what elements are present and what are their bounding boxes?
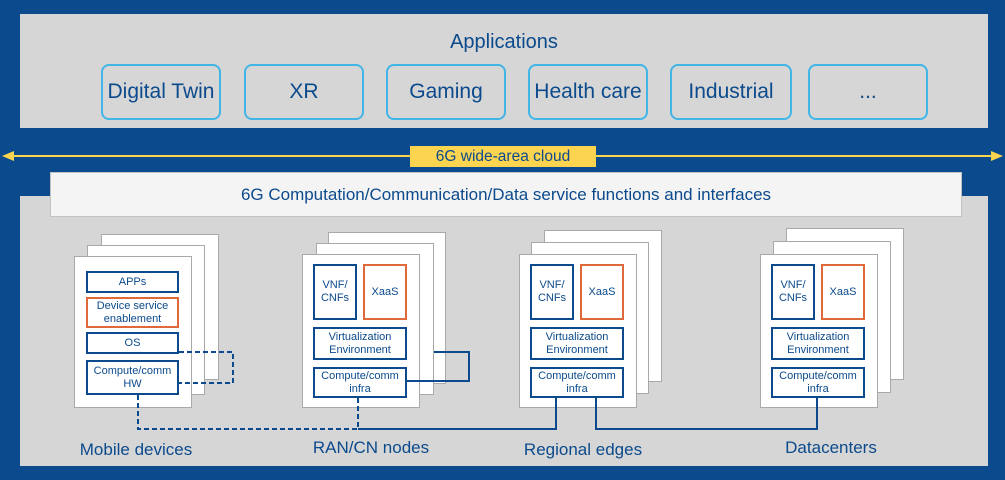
- ran-vnf-block: VNF/ CNFs: [313, 264, 357, 320]
- edge-dc-link: [595, 398, 818, 430]
- ran-loop-link: [407, 351, 470, 382]
- mobile-apps-block: APPs: [86, 271, 179, 293]
- app-xr: XR: [244, 64, 364, 120]
- ran-edge-link: [358, 398, 557, 430]
- app-digital-twin: Digital Twin: [101, 64, 221, 120]
- ran-virtualization-block: Virtualization Environment: [313, 327, 407, 360]
- mobile-devices-label: Mobile devices: [79, 440, 193, 459]
- edge-xaas-block: XaaS: [580, 264, 624, 320]
- edge-virtualization-block: Virtualization Environment: [530, 327, 624, 360]
- mobile-hw-block: Compute/comm HW: [86, 360, 179, 395]
- applications-title: Applications: [450, 30, 558, 53]
- ran-infra-block: Compute/comm infra: [313, 367, 407, 398]
- dc-xaas-block: XaaS: [821, 264, 865, 320]
- edge-vnf-block: VNF/ CNFs: [530, 264, 574, 320]
- datacenters-label: Datacenters: [785, 438, 877, 457]
- mobile-dashed-loop: [179, 351, 234, 384]
- edge-infra-block: Compute/comm infra: [530, 367, 624, 398]
- mobile-os-block: OS: [86, 332, 179, 354]
- dc-infra-block: Compute/comm infra: [771, 367, 865, 398]
- mobile-ran-dashed-link: [137, 395, 359, 430]
- service-functions-bar: 6G Computation/Communication/Data servic…: [50, 172, 962, 217]
- app-industrial: Industrial: [670, 64, 792, 120]
- app-gaming: Gaming: [386, 64, 506, 120]
- cloud-label: 6G wide-area cloud: [410, 146, 596, 167]
- dc-virtualization-block: Virtualization Environment: [771, 327, 865, 360]
- mobile-enablement-block: Device service enablement: [86, 297, 179, 328]
- ran-cn-nodes-label: RAN/CN nodes: [312, 438, 430, 457]
- dc-vnf-block: VNF/ CNFs: [771, 264, 815, 320]
- regional-edges-label: Regional edges: [523, 440, 643, 459]
- app-more: ...: [808, 64, 928, 120]
- app-health-care: Health care: [528, 64, 648, 120]
- ran-xaas-block: XaaS: [363, 264, 407, 320]
